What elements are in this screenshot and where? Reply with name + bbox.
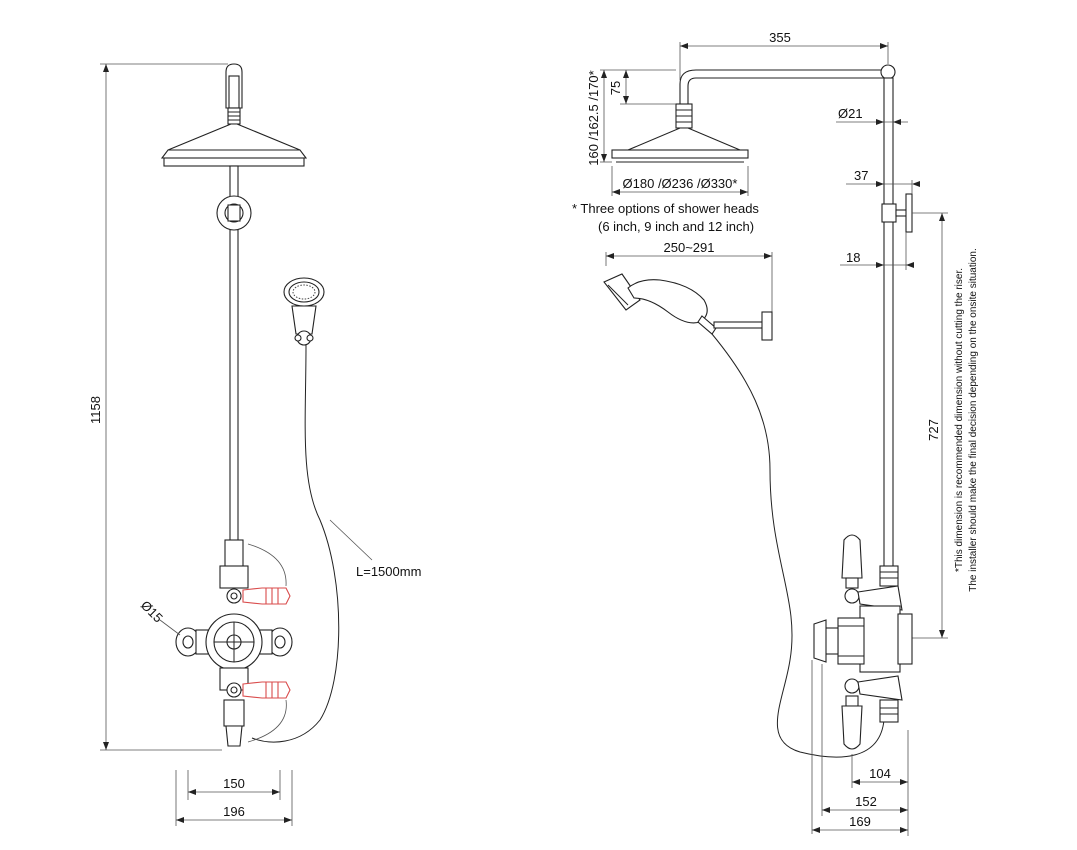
depth-2-label: 152: [855, 794, 877, 809]
depth-3-label: 169: [849, 814, 871, 829]
arm-drop-label: 75: [608, 81, 623, 95]
front-view: 1158: [88, 63, 421, 826]
head-options-note-line1: * Three options of shower heads: [572, 201, 759, 216]
overall-width-label: 196: [223, 804, 245, 819]
side-shower-arm: [679, 69, 887, 105]
bracket-offset-label: 37: [854, 168, 868, 183]
handshower-length-label: 250~291: [664, 240, 715, 255]
depth-1-label: 104: [869, 766, 891, 781]
head-height-options-label: 160 /162.5 /170*: [586, 70, 601, 165]
side-shower-head: [611, 103, 749, 163]
side-hose: [711, 333, 885, 758]
arm-length-label: 355: [769, 30, 791, 45]
front-hose: [251, 344, 340, 743]
hose-length-label: L=1500mm: [356, 564, 421, 579]
riser-note-line2: The installer should make the final deci…: [968, 248, 979, 592]
head-diameter-options-label: Ø180 /Ø236 /Ø330*: [623, 176, 738, 191]
side-valve: [813, 534, 913, 750]
riser-diameter-label: Ø21: [838, 106, 863, 121]
bracket-depth-label: 18: [846, 250, 860, 265]
height-label: 1158: [88, 396, 103, 424]
front-width-dimensions: 150 196: [175, 770, 293, 826]
front-riser: [216, 165, 252, 547]
front-shower-head: [160, 63, 308, 167]
height-dimension: 1158: [88, 63, 228, 751]
head-options-note-line2: (6 inch, 9 inch and 12 inch): [598, 219, 754, 234]
front-valve: [175, 539, 293, 747]
inlet-spacing-label: 150: [223, 776, 245, 791]
side-handshower: [603, 273, 773, 341]
side-riser: [883, 77, 894, 569]
side-view: 355 160 /162.5 /170* 75: [572, 30, 979, 836]
riser-note-line1: *This dimension is recommended dimension…: [954, 268, 965, 572]
riser-height-label: 727: [926, 419, 941, 441]
side-depth-dimensions: 104 152 169: [811, 660, 909, 836]
front-handshower: [283, 277, 325, 346]
